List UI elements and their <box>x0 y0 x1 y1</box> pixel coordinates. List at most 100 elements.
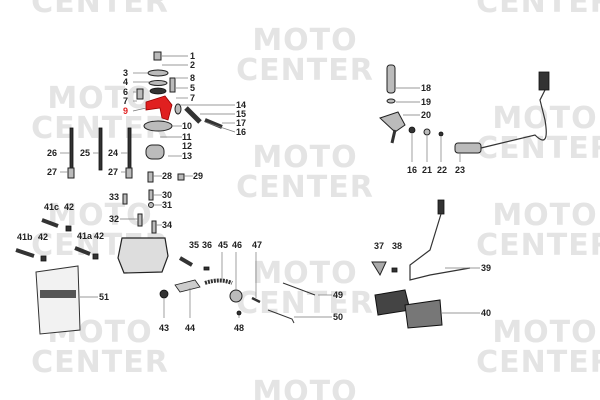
label-7: 7 <box>123 96 128 106</box>
watermark-text: MOTO <box>252 375 357 400</box>
label-12: 12 <box>182 141 192 151</box>
part-screw-41a <box>74 246 91 256</box>
part-jet <box>122 193 128 205</box>
label-51: 51 <box>99 292 109 302</box>
part-connector <box>437 199 445 215</box>
watermark-text: MOTO <box>252 23 357 58</box>
part-oring <box>148 202 154 208</box>
label-39: 39 <box>481 263 491 273</box>
part-35 <box>178 256 194 267</box>
watermark-text: MOTO <box>252 140 357 175</box>
watermark-text: CENTER <box>476 228 600 263</box>
part-37 <box>371 261 387 277</box>
part-40-heater <box>404 299 443 329</box>
label-28: 28 <box>162 171 172 181</box>
part-spring <box>125 167 133 179</box>
part-jet <box>147 171 154 183</box>
label-1: 1 <box>190 51 195 61</box>
watermark-text: CENTER <box>236 53 374 88</box>
label-41c: 41c <box>44 202 59 212</box>
label-22: 22 <box>437 165 447 175</box>
label-19: 19 <box>421 97 431 107</box>
watermark-text: CENTER <box>31 0 169 20</box>
part-20 <box>379 111 406 133</box>
part-banjo <box>184 106 202 124</box>
label-7: 7 <box>190 93 195 103</box>
label-36: 36 <box>202 240 212 250</box>
part-lever <box>390 129 397 144</box>
part-spring <box>67 167 75 179</box>
part-rod-50 <box>267 309 295 324</box>
label-27: 27 <box>47 167 57 177</box>
part-connector <box>538 71 550 91</box>
watermark-text: CENTER <box>476 0 600 20</box>
label-25: 25 <box>80 148 90 158</box>
part-44 <box>174 279 201 293</box>
label-43: 43 <box>159 323 169 333</box>
part-washer <box>174 103 182 115</box>
label-37: 37 <box>374 241 384 251</box>
label-42: 42 <box>94 231 104 241</box>
watermark-text: MOTO <box>492 315 597 350</box>
label-34: 34 <box>162 220 172 230</box>
part-40-heater <box>374 289 411 316</box>
label-4: 4 <box>123 77 128 87</box>
watermark-text: CENTER <box>236 170 374 205</box>
part-38 <box>391 267 398 273</box>
label-45: 45 <box>218 240 228 250</box>
watermark-text: MOTO <box>47 81 152 116</box>
label-27: 27 <box>108 167 118 177</box>
part-needle <box>69 127 74 171</box>
part-diaphragm <box>143 120 173 132</box>
part-bolt <box>204 118 223 129</box>
part-cap <box>147 69 169 77</box>
part-screw-41c <box>41 218 59 228</box>
label-50: 50 <box>333 312 343 322</box>
part-screw <box>136 88 144 100</box>
parts <box>15 51 550 335</box>
part-46 <box>229 289 243 303</box>
part-43 <box>159 289 169 299</box>
label-3: 3 <box>123 68 128 78</box>
part-needle <box>98 127 103 171</box>
label-13: 13 <box>182 151 192 161</box>
part-jet <box>148 189 154 201</box>
part-spring <box>92 253 99 260</box>
part-jet <box>151 220 157 234</box>
label-46: 46 <box>232 240 242 250</box>
watermark-text: CENTER <box>476 345 600 380</box>
part-48 <box>236 310 242 316</box>
label-9-highlighted: 9 <box>123 106 128 116</box>
label-47: 47 <box>252 240 262 250</box>
part-needle <box>127 127 132 171</box>
label-40: 40 <box>481 308 491 318</box>
label-49: 49 <box>333 290 343 300</box>
part-screw <box>153 51 162 61</box>
part-16 <box>408 126 416 134</box>
label-33: 33 <box>109 192 119 202</box>
label-14: 14 <box>236 100 246 110</box>
part-float <box>145 144 165 160</box>
label-5: 5 <box>190 83 195 93</box>
gasket-kit-bag <box>35 265 81 335</box>
part-rod-49 <box>282 282 316 296</box>
label-32: 32 <box>109 214 119 224</box>
part-spring <box>65 225 72 232</box>
part-screw <box>203 266 210 271</box>
label-24: 24 <box>108 148 118 158</box>
label-31: 31 <box>162 200 172 210</box>
part-22 <box>438 131 444 137</box>
label-16: 16 <box>407 165 417 175</box>
part-jet <box>137 213 143 227</box>
label-2: 2 <box>190 60 195 70</box>
part-19 <box>386 98 396 104</box>
label-11: 11 <box>182 132 192 142</box>
part-9-highlighted <box>145 95 173 121</box>
label-6: 6 <box>123 87 128 97</box>
part-23 <box>454 142 482 154</box>
label-18: 18 <box>421 83 431 93</box>
label-10: 10 <box>182 121 192 131</box>
label-8: 8 <box>190 73 195 83</box>
